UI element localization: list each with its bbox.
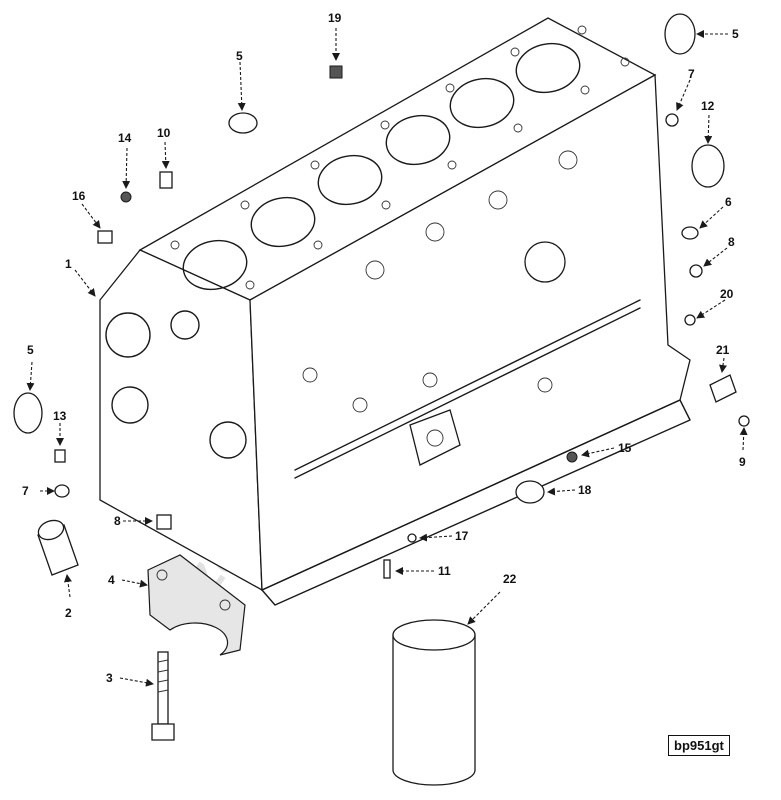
callout-8-bottom: 8 [114,514,121,528]
cylinder-liner [392,619,476,786]
dowel-10 [159,171,173,189]
main-bearing-cap [147,554,246,656]
callout-15: 15 [618,441,632,455]
callout-20: 20 [720,287,734,301]
callout-9: 9 [739,455,746,469]
callout-3: 3 [106,671,113,685]
callout-12: 12 [701,99,715,113]
document-code-label: bp951gt [668,735,730,756]
expansion-plug-top-right [664,13,696,55]
plug-13 [54,449,66,463]
plug-7-left [54,484,70,498]
callout-13: 13 [53,409,67,423]
callout-11: 11 [438,564,451,578]
screw-9 [738,415,750,427]
callout-6: 6 [725,195,732,209]
engine-block [99,17,691,606]
plug-17 [407,533,417,543]
expansion-plug-top-left [228,112,258,134]
callout-7-top: 7 [688,67,695,81]
dowel-16 [97,230,113,244]
callout-16: 16 [72,189,86,203]
screw-11 [383,559,391,579]
callout-19: 19 [328,11,342,25]
callout-18: 18 [578,483,592,497]
plug-18 [515,480,545,504]
callout-14: 14 [118,131,132,145]
side-ports [302,150,578,413]
plug-12 [691,144,725,188]
cylinder-bores [182,42,581,291]
cam-bushing [37,519,79,576]
plug-19 [329,65,343,79]
callout-leaders [26,28,748,687]
plug-15 [566,451,578,463]
deck-bolt-holes [170,25,630,290]
plug-7-top [665,113,679,127]
callout-10: 10 [157,126,171,140]
callout-8-right: 8 [728,235,735,249]
callout-labels: 1 2 3 4 5 5 5 6 7 7 8 8 9 10 11 12 13 14… [22,11,746,685]
callout-17: 17 [455,529,469,543]
callout-7-left: 7 [22,484,29,498]
callout-1: 1 [65,257,72,271]
expansion-plug-front [13,392,43,434]
sensor-21 [709,374,737,403]
callout-22: 22 [503,572,517,586]
callout-5-top-right: 5 [732,27,739,41]
callout-2: 2 [65,606,72,620]
callout-5-front: 5 [27,343,34,357]
plug-20 [684,314,696,326]
dowel-8-bottom [156,514,172,530]
main-bearing-bolt [151,651,175,741]
callout-21: 21 [716,343,730,357]
callout-4: 4 [108,573,115,587]
callout-5-top-left: 5 [236,49,243,63]
plug-6 [681,226,699,240]
plug-8-right [689,264,703,278]
plug-14 [120,191,132,203]
